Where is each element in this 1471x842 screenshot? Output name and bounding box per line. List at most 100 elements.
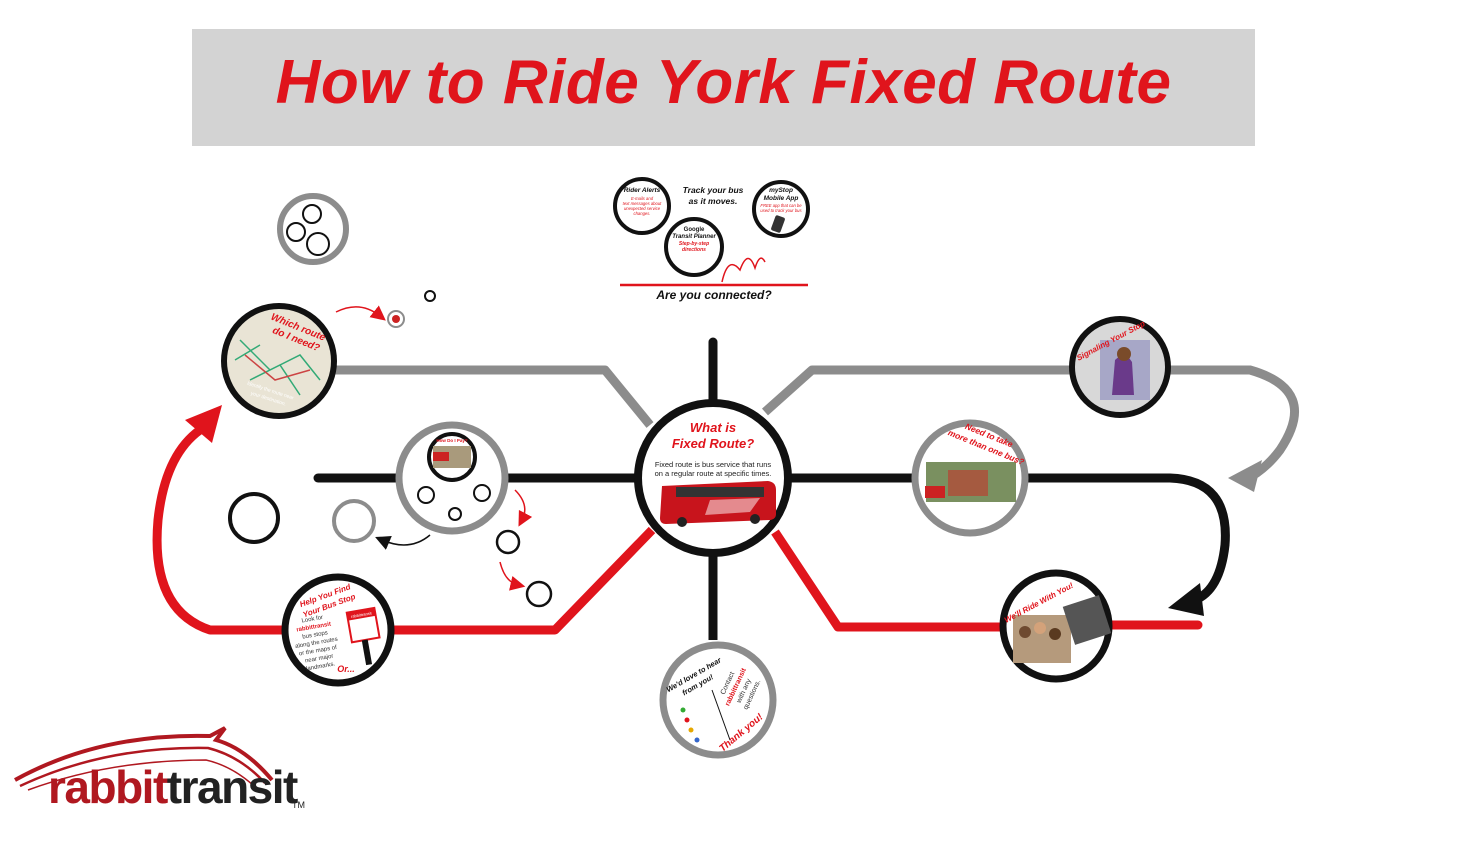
red-route-right [771, 529, 1000, 632]
track-text-1: Track your bus [683, 185, 744, 195]
arrow-down-1 [514, 489, 533, 527]
transfer-stop[interactable]: Need to take more than one bus? [911, 419, 1029, 537]
bus-stop-body: Look for rabbittransit bus stops along t… [295, 615, 338, 673]
center-body-2: on a regular route at specific times. [655, 469, 772, 478]
rider-alerts-text-1: E-mails and [631, 196, 654, 201]
overview-mini-1 [302, 204, 322, 224]
person-2 [1034, 622, 1046, 634]
rider-alerts-text-3: unexpected service [624, 206, 661, 211]
ride-with-you-stop[interactable]: We'll Ride With You! [999, 569, 1113, 683]
rider-alerts-text-4: changes. [634, 211, 651, 216]
pay-cluster[interactable]: How Do I Pay? [395, 421, 509, 535]
black-route-right [1020, 473, 1230, 605]
contact-circle [659, 641, 777, 759]
bus-stop-body-6: near major [305, 654, 334, 665]
rider-alerts-circle [613, 177, 671, 235]
page-title: How to Ride York Fixed Route [275, 48, 1172, 117]
which-route-circle [221, 303, 337, 419]
signaling-stop[interactable]: Signaling Your Stop [1069, 316, 1171, 418]
logo-trademark: TM [292, 800, 305, 810]
google-title-2: Transit Planner [672, 234, 716, 240]
tiny-detail-5 [332, 499, 376, 543]
transfer-building [948, 470, 988, 496]
bus-stop-body-2: rabbittransit [296, 622, 332, 634]
center-heading-1: What is [690, 420, 736, 435]
tiny-detail-1-inner [392, 315, 400, 323]
tiny-detail-3 [495, 529, 521, 555]
pay-photo [433, 446, 471, 468]
contact-body: Contact rabbittransit with any questions… [720, 667, 763, 711]
location-icon [680, 707, 686, 713]
logo-transit: transit [166, 761, 299, 813]
person-3 [1049, 628, 1061, 640]
phone-contact-icon [684, 717, 690, 723]
rabbit-logo-graphic [14, 726, 274, 791]
rider-alerts-title: Rider Alerts [624, 187, 661, 194]
mystop-title-1: myStop [769, 187, 793, 194]
bus-stop-stop[interactable]: Help You Find Your Bus Stop Look for rab… [281, 573, 395, 687]
center-body-1: Fixed route is bus service that runs [655, 460, 772, 469]
bus-stop-sign-text: rabbittransit [351, 610, 373, 619]
pay-bus-icon [433, 452, 449, 461]
contact-divider [711, 689, 731, 741]
mystop-title-2: Mobile App [764, 195, 799, 202]
arrow-down-2 [499, 561, 526, 591]
rider-alerts-text-2: text messages about [623, 201, 662, 206]
bus-stop-circle [281, 573, 395, 687]
bus-stop-sign-icon: rabbittransit [345, 606, 381, 666]
arrow-to-detail [335, 305, 386, 321]
overview-mini-3 [306, 232, 330, 256]
overview-cluster [277, 193, 349, 265]
center-stop[interactable]: What is Fixed Route? Fixed route is bus … [634, 399, 792, 557]
bus-stop-or: Or... [337, 664, 355, 674]
bus-stop-body-3: bus stops [302, 630, 328, 640]
arrow-left [375, 534, 431, 550]
gray-route-right [762, 365, 1075, 416]
pay-label: How Do I Pay? [436, 438, 468, 443]
pay-mini-3 [448, 507, 462, 521]
email-icon [688, 727, 694, 733]
route-map-lines-2 [244, 354, 311, 381]
tiny-detail-4 [525, 580, 553, 608]
gray-arrowhead [1228, 460, 1262, 492]
contact-stop[interactable]: We'd love to hear from you! Contact rabb… [659, 641, 777, 759]
mystop-circle [752, 180, 810, 238]
black-arrowhead [1168, 583, 1204, 616]
bus-stop-body-1: Look for [301, 615, 323, 625]
logo-rabbit: rabbit [48, 761, 168, 813]
people-photo [1013, 615, 1071, 663]
connected-cluster: Rider Alerts E-mails and text messages a… [613, 177, 810, 302]
bus-stop-body-7: landmarks. [306, 661, 336, 672]
google-text-1: Step-by-step [679, 241, 709, 247]
bounce-lines-icon [721, 257, 766, 283]
route-map-lines [234, 339, 321, 396]
mystop-text-1: FREE app that can be [760, 203, 802, 208]
tiny-detail-6 [228, 492, 280, 544]
ride-info-panel [1062, 595, 1112, 645]
google-title-1: Google [684, 227, 705, 233]
overview-mini-2 [286, 222, 306, 242]
passenger-head [1117, 347, 1131, 361]
pay-mini-2 [473, 484, 491, 502]
rabbit-transit-logo: rabbittransit [48, 760, 299, 814]
center-heading-2: Fixed Route? [672, 436, 754, 451]
bus-icon [660, 481, 776, 527]
gray-route-left [335, 365, 654, 428]
pay-mini-1 [417, 486, 435, 504]
title-banner: How to Ride York Fixed Route [192, 29, 1255, 146]
passenger-figure [1112, 355, 1134, 395]
which-route-stop[interactable]: Which route do I need? Identify the rout… [221, 303, 337, 419]
person-1 [1019, 626, 1031, 638]
mystop-text-2: used to track your bus [760, 208, 802, 213]
google-planner-circle [664, 217, 724, 277]
transfer-bus-icon [925, 486, 945, 498]
red-arrowhead [185, 405, 222, 443]
red-loop-curve [152, 425, 215, 635]
connected-caption: Are you connected? [655, 288, 772, 302]
web-icon [694, 737, 700, 743]
phone-icon [771, 215, 785, 233]
track-text-2: as it moves. [689, 196, 738, 206]
google-text-2: directions [682, 247, 706, 253]
tiny-detail-2 [424, 290, 436, 302]
